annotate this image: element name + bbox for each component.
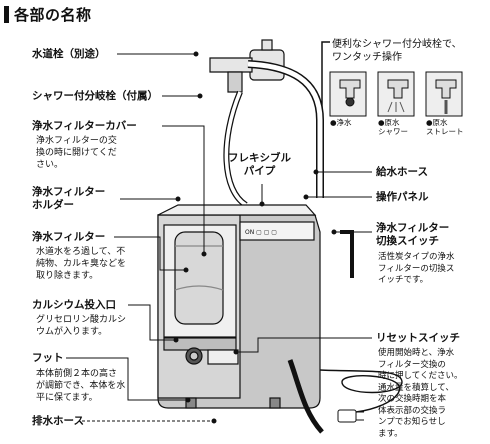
power-plug [337, 409, 364, 423]
inset-mode-clean: ●浄水 [330, 118, 352, 127]
label-filter-switch: 浄水フィルター 切換スイッチ [376, 222, 450, 247]
label-water-faucet: 水道栓（別途） [32, 48, 106, 60]
inset-faucet-clean [329, 71, 367, 117]
label-drain-hose: 排水ホース [32, 415, 84, 427]
label-filter: 浄水フィルター [32, 231, 106, 243]
label-reset-switch: リセットスイッチ [376, 332, 460, 344]
inset-faucet-shower [377, 71, 415, 117]
label-flexible-pipe: フレキシブル パイプ [228, 152, 291, 177]
label-calcium-inlet: カルシウム投入口 [32, 299, 116, 311]
foot-desc: 本体前側２本の高さ が調節でき、本体を水 平に保てます。 [36, 369, 126, 403]
inset-mode-straight: ●原水 ストレート [426, 118, 464, 136]
calcium-desc: グリセロリン酸カルシ ウムが入ります。 [36, 315, 127, 337]
unit-body: ON ▢ ▢ ▢ [157, 204, 321, 409]
filter-cover-desc: 浄水フィルターの交 換の時に開けてくだ さい。 [36, 136, 117, 170]
filter-desc: 水道水をろ過して、不 純物、カルキ臭などを 取り除きます。 [36, 247, 127, 281]
label-supply-hose: 給水ホース [376, 166, 428, 178]
label-filter-cover: 浄水フィルターカバー [32, 120, 137, 132]
label-control-panel: 操作パネル [376, 191, 429, 203]
label-shower-branch: シャワー付分岐栓（付属） [32, 90, 158, 102]
inset-title: 便利なシャワー付分岐栓で、 ワンタッチ操作 [332, 39, 462, 63]
label-filter-holder: 浄水フィルター ホルダー [32, 186, 106, 211]
page-title: 各部の名称 [14, 6, 92, 24]
inset-mode-shower: ●原水 シャワー [378, 118, 408, 136]
svg-text:ON ▢ ▢ ▢: ON ▢ ▢ ▢ [245, 229, 277, 236]
title-bar-mark [4, 6, 9, 23]
inset-faucet-straight [425, 71, 463, 117]
label-foot: フット [32, 352, 64, 364]
reset-switch-desc: 使用開始時と、浄水 フィルター交換の 時に押してください。 通水量を積算して、 … [378, 348, 463, 439]
filter-switch-desc: 活性炭タイプの浄水 フィルターの切換ス イッチです。 [378, 252, 455, 285]
